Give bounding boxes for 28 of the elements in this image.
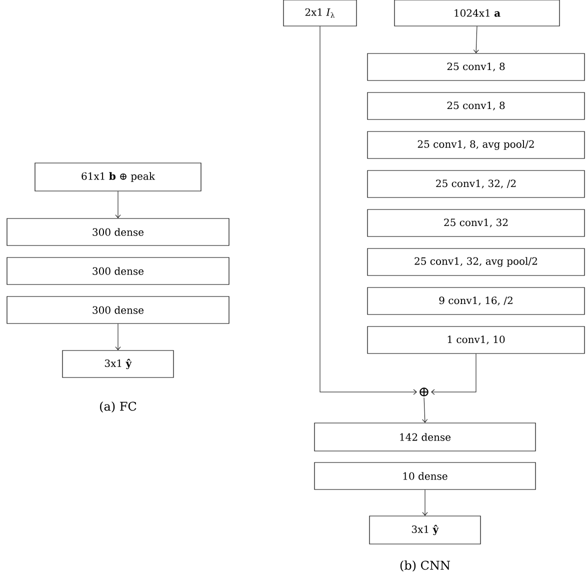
arrow (115, 324, 121, 350)
layer-box: 9 conv1, 16, /2 (367, 287, 585, 315)
input-box: 1024x1 a (394, 0, 560, 26)
layer-box: 25 conv1, 32, /2 (367, 170, 585, 198)
layer-box: 25 conv1, 8 (367, 53, 585, 81)
sum-symbol: ⊕ (420, 388, 428, 396)
layer-box: 25 conv1, 32, avg pool/2 (367, 248, 585, 276)
arrow (422, 490, 428, 516)
layer-box: 25 conv1, 8, avg pool/2 (367, 131, 585, 159)
arrow (422, 397, 428, 423)
layer-box: 1 conv1, 10 (367, 326, 585, 354)
arrow (473, 26, 479, 54)
output-box: 3x1 ŷ (62, 350, 174, 378)
layer-box: 25 conv1, 8 (367, 92, 585, 120)
layer-box: 10 dense (314, 462, 536, 490)
subfigure-caption: (a) FC (100, 402, 136, 412)
subfigure-caption: (b) CNN (400, 560, 450, 572)
arrow (320, 26, 417, 395)
layer-box: 300 dense (6, 218, 230, 246)
layer-box: 25 conv1, 32 (367, 209, 585, 237)
arrow (431, 354, 476, 395)
input-box: 2x1 I$_{λ}$ (283, 0, 357, 26)
input-box: 61x1 b ⊕ peak (34, 162, 202, 192)
layer-box: 142 dense (314, 422, 536, 452)
layer-box: 300 dense (6, 296, 230, 324)
arrow (115, 191, 121, 218)
layer-box: 300 dense (6, 257, 230, 285)
output-box: 3x1 ŷ (369, 516, 481, 544)
